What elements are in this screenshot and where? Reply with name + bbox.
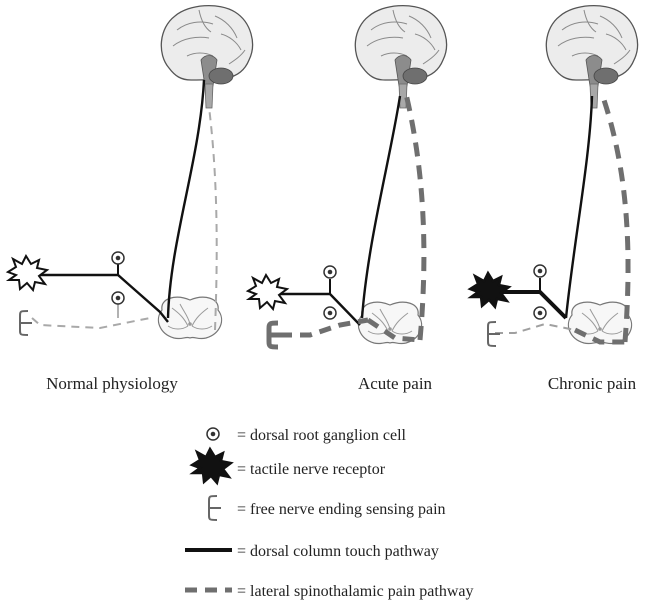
touch-pathway-peripheral bbox=[275, 292, 361, 326]
dorsal-root-ganglion-icon bbox=[533, 306, 547, 320]
brain-icon bbox=[545, 4, 639, 109]
touch-pathway-ascending bbox=[360, 95, 402, 319]
legend-item: = tactile nerve receptor bbox=[190, 447, 386, 485]
pain-pathway-peripheral bbox=[495, 322, 576, 334]
panel-normal-physiology: Normal physiology bbox=[7, 4, 254, 393]
legend: = dorsal root ganglion cell = tactile ne… bbox=[185, 427, 474, 600]
pain-pathway-crossing bbox=[573, 327, 625, 345]
panel-caption: Chronic pain bbox=[548, 374, 637, 393]
brain-icon bbox=[160, 4, 254, 109]
legend-label: = lateral spinothalamic pain pathway bbox=[237, 583, 474, 600]
dorsal-root-ganglion-icon bbox=[111, 251, 125, 265]
touch-pathway-peripheral bbox=[500, 290, 568, 320]
tactile-receptor-icon bbox=[7, 255, 48, 291]
legend-item: = lateral spinothalamic pain pathway bbox=[185, 583, 474, 600]
pain-pathway-ascending bbox=[599, 93, 631, 343]
dorsal-root-ganglion-icon bbox=[323, 265, 337, 279]
brain-icon bbox=[354, 4, 448, 109]
panel-caption: Normal physiology bbox=[46, 374, 178, 393]
panel-acute-pain: Acute pain bbox=[247, 4, 448, 393]
pain-pathway-ascending bbox=[403, 93, 427, 341]
dorsal-root-ganglion-icon bbox=[206, 427, 220, 441]
pain-pathway-peripheral bbox=[280, 317, 369, 338]
free-nerve-ending-icon bbox=[208, 495, 222, 521]
dorsal-root-ganglion-icon bbox=[323, 306, 337, 320]
legend-item: = free nerve ending sensing pain bbox=[208, 495, 446, 521]
touch-pathway-ascending bbox=[564, 95, 594, 319]
panel-chronic-pain: Chronic pain bbox=[468, 4, 639, 393]
spinal-cord-cross-section bbox=[567, 301, 633, 345]
touch-pathway-ascending bbox=[166, 79, 206, 319]
free-nerve-ending-icon bbox=[487, 321, 501, 347]
dorsal-root-ganglion-icon bbox=[533, 264, 547, 278]
touch-pathway-peripheral bbox=[40, 273, 169, 323]
pain-pathway-peripheral bbox=[31, 317, 151, 330]
legend-label: = dorsal root ganglion cell bbox=[237, 427, 407, 444]
pain-pathway-ascending bbox=[206, 91, 218, 331]
legend-label: = tactile nerve receptor bbox=[237, 461, 386, 478]
free-nerve-ending-icon bbox=[19, 310, 33, 336]
legend-item: = dorsal root ganglion cell bbox=[206, 427, 407, 444]
legend-label: = free nerve ending sensing pain bbox=[237, 501, 446, 518]
pain-pathway-crossing bbox=[366, 317, 421, 343]
dorsal-root-ganglion-icon bbox=[111, 291, 125, 305]
tactile-receptor-icon bbox=[468, 271, 511, 309]
tactile-receptor-icon bbox=[190, 447, 233, 485]
panel-caption: Acute pain bbox=[358, 374, 433, 393]
tactile-receptor-icon bbox=[247, 274, 288, 310]
free-nerve-ending-icon bbox=[269, 323, 282, 347]
legend-item: = dorsal column touch pathway bbox=[185, 543, 439, 560]
legend-label: = dorsal column touch pathway bbox=[237, 543, 439, 560]
